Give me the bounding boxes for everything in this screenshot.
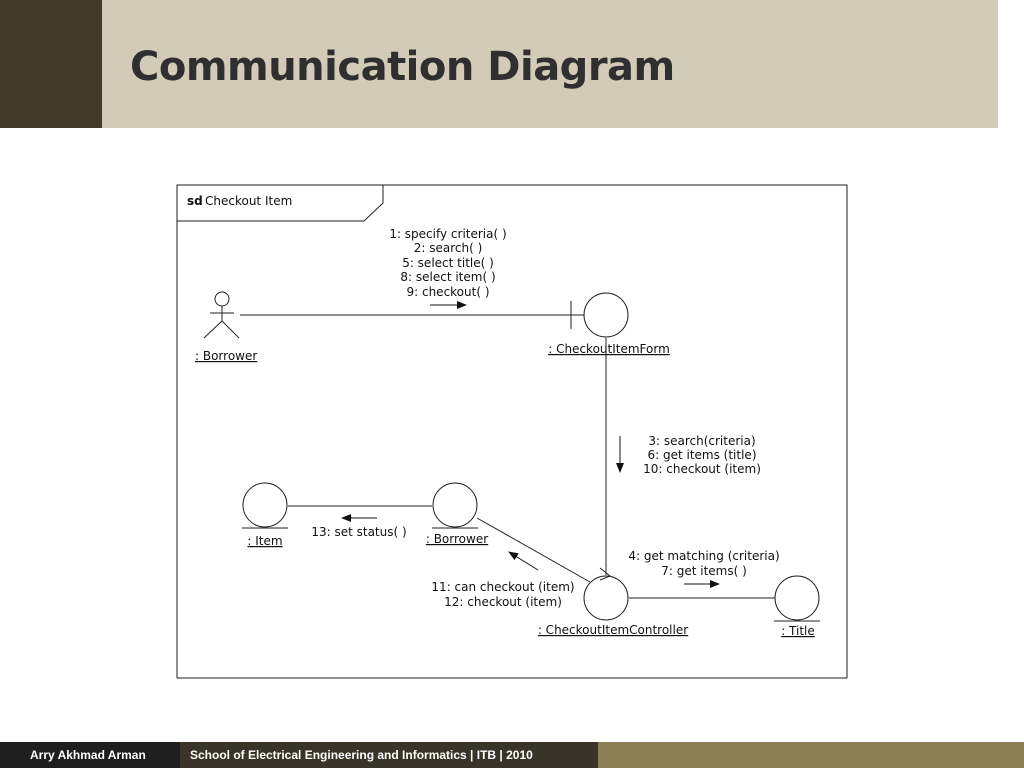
title-accent-block bbox=[0, 0, 102, 128]
control-arrow-icon bbox=[599, 567, 611, 581]
controller-label: : CheckoutItemController bbox=[538, 623, 688, 637]
message: 8: select item( ) bbox=[400, 270, 495, 284]
title-label: : Title bbox=[781, 624, 815, 638]
borrower-label: : Borrower bbox=[426, 532, 488, 546]
entity-circle bbox=[432, 482, 478, 528]
messages-controller-title: 4: get matching (criteria) 7: get items(… bbox=[628, 549, 779, 578]
slide-title: Communication Diagram bbox=[130, 44, 675, 90]
actor-label: : Borrower bbox=[195, 349, 257, 363]
message: 4: get matching (criteria) bbox=[628, 549, 779, 563]
message: 12: checkout (item) bbox=[444, 595, 562, 609]
diagram-frame bbox=[176, 184, 848, 679]
actor-leg-right bbox=[221, 320, 240, 339]
messages-form-controller: 3: search(criteria) 6: get items (title)… bbox=[643, 434, 761, 476]
footer-school: School of Electrical Engineering and Inf… bbox=[190, 748, 533, 762]
entity-circle bbox=[242, 482, 288, 528]
footer-author: Arry Akhmad Arman bbox=[30, 748, 146, 762]
title-entity bbox=[774, 575, 820, 622]
item-label: : Item bbox=[247, 534, 282, 548]
message: 1: specify criteria( ) bbox=[389, 227, 506, 241]
message: 2: search( ) bbox=[414, 241, 483, 255]
footer-school-block bbox=[180, 742, 598, 768]
actor-leg-left bbox=[203, 320, 223, 339]
item-entity bbox=[242, 482, 288, 529]
title-band bbox=[102, 0, 998, 128]
arrow-up-left-icon bbox=[508, 551, 539, 571]
entity-circle bbox=[774, 575, 820, 621]
checkout-item-form-boundary bbox=[570, 292, 629, 338]
actor-head-icon bbox=[214, 291, 230, 307]
message: 5: select title( ) bbox=[402, 256, 494, 270]
form-label: : CheckoutItemForm bbox=[548, 342, 670, 356]
messages-controller-borrower: 11: can checkout (item) 12: checkout (it… bbox=[431, 580, 574, 609]
message: 3: search(criteria) bbox=[648, 434, 755, 448]
message: 10: checkout (item) bbox=[643, 462, 761, 476]
link-controller-borrower bbox=[476, 517, 591, 583]
footer-accent-block bbox=[598, 742, 1024, 768]
borrower-entity bbox=[432, 482, 478, 529]
frame-label-name: Checkout Item bbox=[205, 194, 292, 208]
message: 7: get items( ) bbox=[661, 564, 747, 578]
control-circle bbox=[583, 575, 629, 621]
message: 6: get items (title) bbox=[647, 448, 756, 462]
message: 13: set status( ) bbox=[311, 525, 406, 539]
message: 11: can checkout (item) bbox=[431, 580, 574, 594]
borrower-actor bbox=[203, 291, 240, 339]
footer-author-block bbox=[0, 742, 180, 768]
boundary-circle bbox=[583, 292, 629, 338]
frame-label-box bbox=[177, 185, 384, 222]
frame-label-keyword: sd bbox=[187, 194, 203, 208]
message: 9: checkout( ) bbox=[406, 285, 489, 299]
messages-actor-form: 1: specify criteria( ) 2: search( ) 5: s… bbox=[389, 227, 506, 299]
checkout-item-controller bbox=[583, 567, 629, 621]
